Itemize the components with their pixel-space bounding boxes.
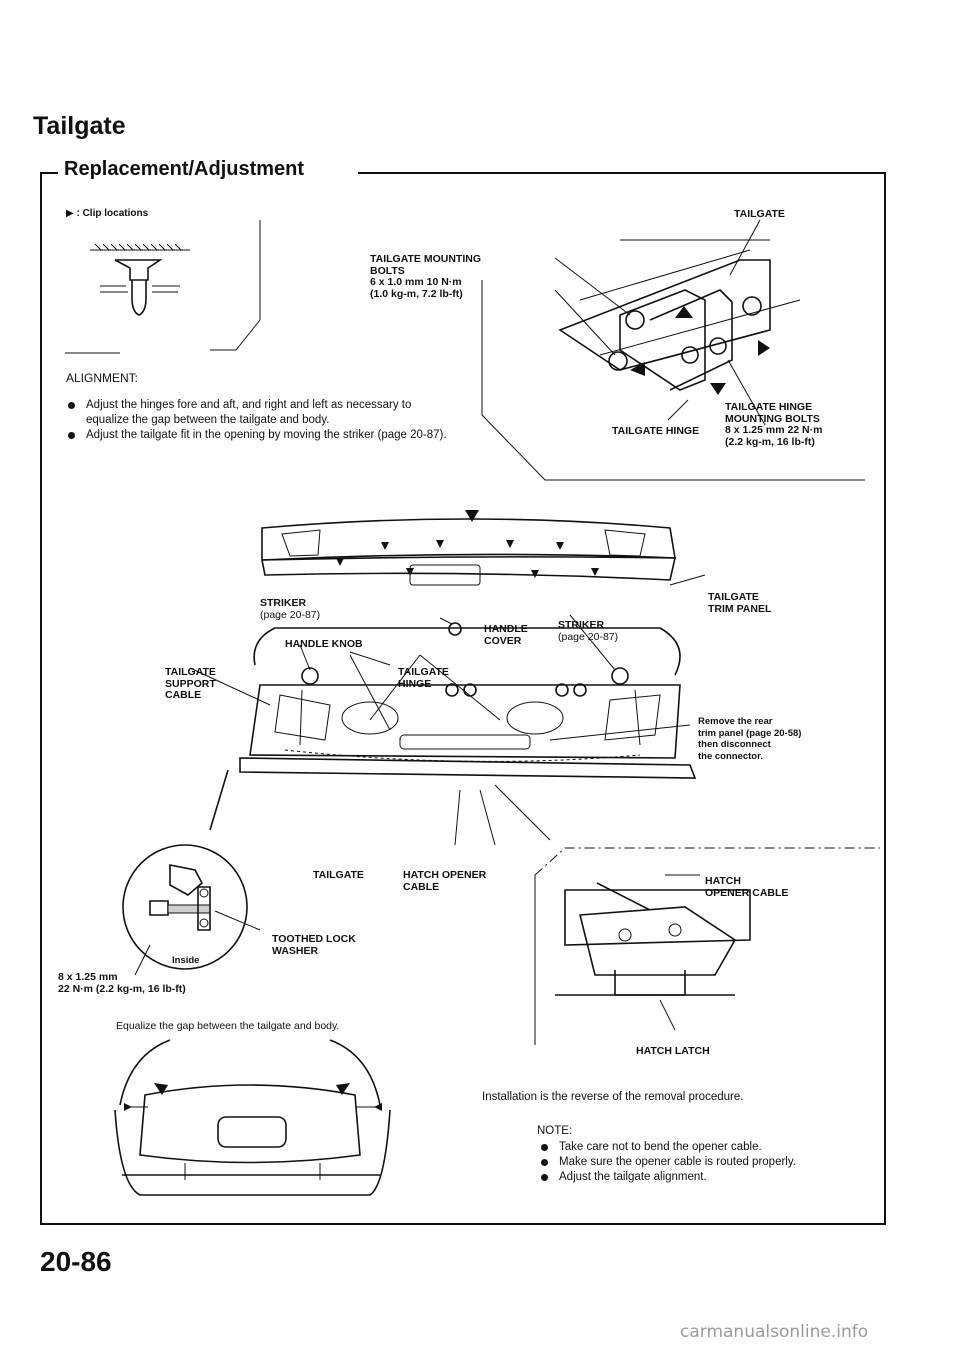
section-subtitle: Replacement/Adjustment xyxy=(64,158,305,180)
handle-cover-label: HANDLE COVER xyxy=(484,623,528,647)
note-heading: NOTE: xyxy=(537,1125,573,1137)
hinge-diagram xyxy=(481,219,865,481)
alignment-list: Adjust the hinges fore and aft, and righ… xyxy=(66,398,456,443)
remove-note-label: Remove the rear trim panel (page 20-58) … xyxy=(698,716,801,762)
hatch-opener-main-line-2: CABLE xyxy=(403,880,440,893)
car-rear-illustration xyxy=(114,1039,391,1196)
remove-note-line-2: trim panel (page 20-58) xyxy=(698,727,802,739)
hinge-bolts-line-3: 8 x 1.25 mm 22 N·m xyxy=(725,424,823,436)
watermark: carmanualsonline.info xyxy=(680,1322,869,1342)
frame-top-left xyxy=(40,172,58,174)
hatch-opener-cable-main-label: HATCH OPENER CABLE xyxy=(403,869,487,893)
mounting-bolts-label: TAILGATE MOUNTING BOLTS 6 x 1.0 mm 10 N·… xyxy=(370,253,482,300)
latch-cable-line-2: OPENER CABLE xyxy=(705,886,789,899)
support-cable-line-2: SUPPORT xyxy=(165,677,216,690)
mounting-bolts-line-3: 6 x 1.0 mm 10 N·m xyxy=(370,276,462,288)
handle-knob-label: HANDLE KNOB xyxy=(285,638,363,650)
hinge-bolts-label: TAILGATE HINGE MOUNTING BOLTS 8 x 1.25 m… xyxy=(725,401,823,448)
toothed-washer-label: TOOTHED LOCK WASHER xyxy=(272,933,356,957)
mounting-bolts-line-4: (1.0 kg-m, 7.2 lb-ft) xyxy=(370,287,463,300)
striker-left-label: STRIKER (page 20-87) xyxy=(260,597,321,621)
striker-right-line-2: (page 20-87) xyxy=(558,630,619,643)
clip-illustration xyxy=(65,220,261,354)
hinge-bolts-line-2: MOUNTING BOLTS xyxy=(725,412,820,425)
trim-panel-line-1: TAILGATE xyxy=(708,591,759,603)
handle-cover-line-2: COVER xyxy=(484,634,522,647)
washer-torque-line-2: 22 N·m (2.2 kg-m, 16 lb-ft) xyxy=(58,982,186,995)
washer-detail xyxy=(122,844,261,976)
installation-note-3: Adjust the tailgate alignment. xyxy=(539,1170,879,1185)
remove-note-line-1: Remove the rear xyxy=(698,716,773,727)
installation-note-1: Take care not to bend the opener cable. xyxy=(539,1140,879,1155)
washer-torque-line-1: 8 x 1.25 mm xyxy=(58,971,118,983)
frame-right xyxy=(884,172,886,1225)
latch-detail xyxy=(534,847,880,1045)
mounting-bolts-line-1: TAILGATE MOUNTING xyxy=(370,253,482,265)
support-cable-label: TAILGATE SUPPORT CABLE xyxy=(165,666,216,702)
tailgate-hinge-main-line-1: TAILGATE xyxy=(398,666,449,678)
frame-bottom xyxy=(40,1223,886,1225)
equalize-note: Equalize the gap between the tailgate an… xyxy=(116,1020,340,1032)
clip-legend: ▶ : Clip locations xyxy=(66,208,149,219)
tailgate-hinge-main-line-2: HINGE xyxy=(398,677,432,690)
trim-panel-line-2: TRIM PANEL xyxy=(708,602,772,615)
installation-note-2: Make sure the opener cable is routed pro… xyxy=(539,1155,879,1170)
washer-torque-label: 8 x 1.25 mm 22 N·m (2.2 kg-m, 16 lb-ft) xyxy=(58,971,186,995)
clip-hatch xyxy=(90,243,190,251)
frame-left xyxy=(40,172,42,1225)
alignment-heading: ALIGNMENT: xyxy=(66,371,139,385)
alignment-bullet-1: Adjust the hinges fore and aft, and righ… xyxy=(66,398,456,428)
toothed-washer-line-1: TOOTHED LOCK xyxy=(272,933,356,945)
striker-right-line-1: STRIKER xyxy=(558,619,605,631)
remove-note-line-3: then disconnect xyxy=(698,739,771,750)
striker-left-line-2: (page 20-87) xyxy=(260,608,321,621)
alignment-bullet-2: Adjust the tailgate fit in the opening b… xyxy=(66,428,456,443)
tailgate-main-label: TAILGATE xyxy=(313,869,364,881)
hatch-latch-label: HATCH LATCH xyxy=(636,1045,710,1057)
tailgate-hinge-main-label: TAILGATE HINGE xyxy=(398,666,449,690)
toothed-washer-line-2: WASHER xyxy=(272,944,319,957)
installation-text: Installation is the reverse of the remov… xyxy=(482,1091,744,1103)
trim-panel-label: TAILGATE TRIM PANEL xyxy=(708,591,772,615)
frame-top-right xyxy=(358,172,886,174)
latch-cable-label: HATCH OPENER CABLE xyxy=(705,875,789,899)
remove-note-line-4: the connector. xyxy=(698,750,763,762)
mounting-bolts-line-2: BOLTS xyxy=(370,264,405,277)
hatch-opener-main-line-1: HATCH OPENER xyxy=(403,869,487,881)
page-number: 20-86 xyxy=(40,1246,112,1277)
installation-notes: Take care not to bend the opener cable. … xyxy=(539,1140,879,1185)
main-tailgate-diagram xyxy=(189,510,706,846)
hinge-bolts-line-4: (2.2 kg-m, 16 lb-ft) xyxy=(725,435,815,448)
handle-cover-line-1: HANDLE xyxy=(484,623,528,635)
hinge-tailgate-label: TAILGATE xyxy=(734,208,785,220)
latch-cable-line-1: HATCH xyxy=(705,875,741,887)
striker-right-label: STRIKER (page 20-87) xyxy=(558,619,619,643)
hinge-bolts-line-1: TAILGATE HINGE xyxy=(725,401,813,413)
striker-left-line-1: STRIKER xyxy=(260,597,307,609)
tailgate-hinge-label: TAILGATE HINGE xyxy=(612,425,700,437)
inside-label: Inside xyxy=(172,955,200,966)
support-cable-line-3: CABLE xyxy=(165,689,202,701)
page-title: Tailgate xyxy=(33,112,126,140)
support-cable-line-1: TAILGATE xyxy=(165,666,216,678)
